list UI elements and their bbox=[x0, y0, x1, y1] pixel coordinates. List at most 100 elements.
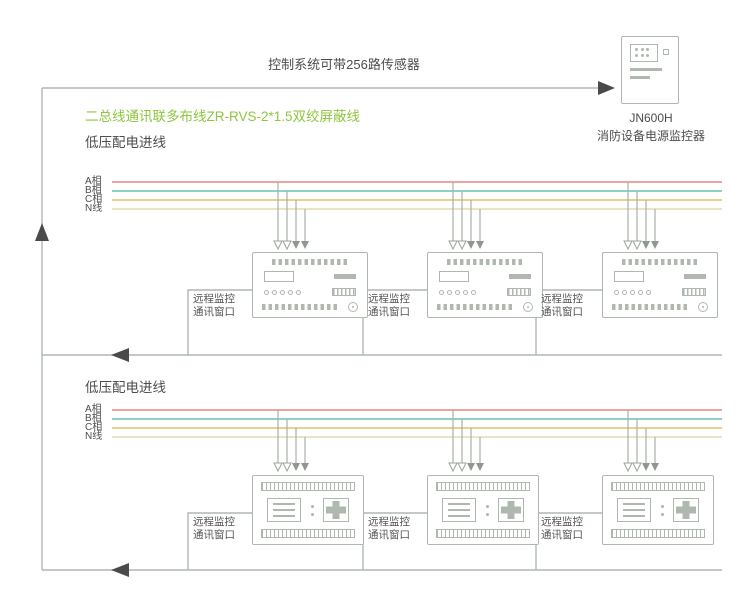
bottom-row bbox=[437, 302, 533, 312]
power-monitor-meter bbox=[602, 252, 718, 318]
arrow-down-icon bbox=[642, 463, 650, 471]
phase-lines-section-2 bbox=[112, 409, 722, 438]
arrow-down-icon bbox=[467, 241, 475, 249]
indicator-row bbox=[437, 288, 533, 296]
phase-label: C相 bbox=[85, 422, 103, 433]
controller-model: JN600H bbox=[629, 111, 673, 125]
phase-label: A相 bbox=[85, 404, 102, 415]
phase-label: N线 bbox=[85, 431, 103, 442]
vent-icon bbox=[682, 288, 706, 296]
monitor-label-line1: 远程监控 bbox=[193, 516, 235, 528]
phase-label: B相 bbox=[85, 413, 102, 424]
colon-dots-icon bbox=[660, 504, 664, 516]
section-title-2: 低压配电进线 bbox=[85, 380, 166, 395]
dial-icon bbox=[348, 302, 358, 312]
arrow-down-icon bbox=[292, 241, 300, 249]
arrow-down-icon bbox=[623, 462, 633, 473]
arrow-down-icon bbox=[273, 462, 283, 473]
connector-icon bbox=[498, 498, 524, 522]
arrow-down-icon bbox=[301, 463, 309, 471]
arrow-down-icon bbox=[632, 462, 642, 473]
power-monitor-module bbox=[602, 475, 714, 545]
terminal-comb-icon bbox=[261, 482, 355, 491]
dial-icon bbox=[698, 302, 708, 312]
arrow-down-icon bbox=[282, 240, 292, 251]
terminal-comb-icon bbox=[436, 482, 530, 491]
arrow-down-icon bbox=[448, 240, 458, 251]
connector-icon bbox=[323, 498, 349, 522]
controller-screen-icon bbox=[630, 44, 658, 62]
bus-wiring-note: 二总线通讯联多布线ZR-RVS-2*1.5双绞屏蔽线 bbox=[85, 109, 361, 124]
indicator-row bbox=[612, 288, 708, 296]
monitor-label-line1: 远程监控 bbox=[193, 293, 235, 305]
label-strip-icon bbox=[334, 274, 356, 279]
arrow-down-icon bbox=[282, 462, 292, 473]
terminal-strip-icon bbox=[437, 304, 515, 310]
arrow-down-icon bbox=[642, 241, 650, 249]
monitor-port-label: 远程监控 通讯窗口 bbox=[368, 293, 410, 319]
phase-label: N线 bbox=[85, 203, 103, 214]
direction-arrows bbox=[35, 81, 615, 577]
arrow-down-icon bbox=[476, 241, 484, 249]
arrow-down-icon bbox=[632, 240, 642, 251]
bottom-row bbox=[612, 302, 708, 312]
monitor-port-label: 远程监控 通讯窗口 bbox=[541, 293, 583, 319]
phase-label: A相 bbox=[85, 176, 102, 187]
power-monitor-module bbox=[427, 475, 539, 545]
controller-slot-icon bbox=[630, 68, 662, 71]
terminal-strip-icon bbox=[262, 304, 340, 310]
display-icon bbox=[442, 498, 476, 522]
monitor-port-label: 远程监控 通讯窗口 bbox=[193, 516, 235, 542]
monitor-label-line2: 通讯窗口 bbox=[193, 306, 235, 318]
vent-icon bbox=[507, 288, 531, 296]
arrow-right-icon bbox=[598, 81, 615, 95]
arrow-down-icon bbox=[448, 462, 458, 473]
phase-label: C相 bbox=[85, 194, 103, 205]
display-row bbox=[612, 271, 708, 282]
module-face bbox=[261, 498, 355, 522]
phase-lines-section-1 bbox=[112, 181, 722, 210]
display-row bbox=[262, 271, 358, 282]
arrow-down-icon bbox=[623, 240, 633, 251]
lcd-display-icon bbox=[264, 271, 294, 282]
monitor-port-label: 远程监控 通讯窗口 bbox=[541, 516, 583, 542]
monitor-label-line1: 远程监控 bbox=[368, 293, 410, 305]
arrow-left-icon bbox=[111, 563, 129, 577]
vent-icon bbox=[332, 288, 356, 296]
monitor-label-line2: 通讯窗口 bbox=[368, 306, 410, 318]
arrow-left-icon bbox=[111, 348, 129, 362]
bottom-row bbox=[262, 302, 358, 312]
monitor-label-line2: 通讯窗口 bbox=[368, 529, 410, 541]
top-arrow-label: 控制系统可带256路传感器 bbox=[268, 57, 420, 72]
arrow-down-icon bbox=[457, 240, 467, 251]
terminal-strip-icon bbox=[447, 259, 523, 265]
display-icon bbox=[617, 498, 651, 522]
arrow-down-icon bbox=[273, 240, 283, 251]
terminal-comb-icon bbox=[611, 529, 705, 538]
controller-name: 消防设备电源监控器 bbox=[596, 129, 705, 143]
colon-dots-icon bbox=[310, 504, 314, 516]
lcd-display-icon bbox=[439, 271, 469, 282]
terminal-comb-icon bbox=[436, 529, 530, 538]
arrow-down-icon bbox=[301, 241, 309, 249]
controller-button-icon bbox=[663, 49, 669, 55]
module-face bbox=[436, 498, 530, 522]
bus-lines bbox=[41, 87, 722, 571]
arrow-down-icon bbox=[651, 241, 659, 249]
section-title-1: 低压配电进线 bbox=[85, 135, 166, 150]
arrow-down-icon bbox=[476, 463, 484, 471]
power-monitor-module bbox=[252, 475, 364, 545]
terminal-strip-icon bbox=[622, 259, 698, 265]
controller-slot-icon bbox=[630, 76, 650, 79]
indicator-row bbox=[262, 288, 358, 296]
connector-icon bbox=[673, 498, 699, 522]
phase-label: B相 bbox=[85, 185, 102, 196]
lcd-display-icon bbox=[614, 271, 644, 282]
dial-icon bbox=[523, 302, 533, 312]
display-icon bbox=[267, 498, 301, 522]
display-row bbox=[437, 271, 533, 282]
terminal-strip-icon bbox=[272, 259, 348, 265]
tap-drops-section-2 bbox=[273, 410, 659, 473]
monitor-port-label: 远程监控 通讯窗口 bbox=[193, 293, 235, 319]
